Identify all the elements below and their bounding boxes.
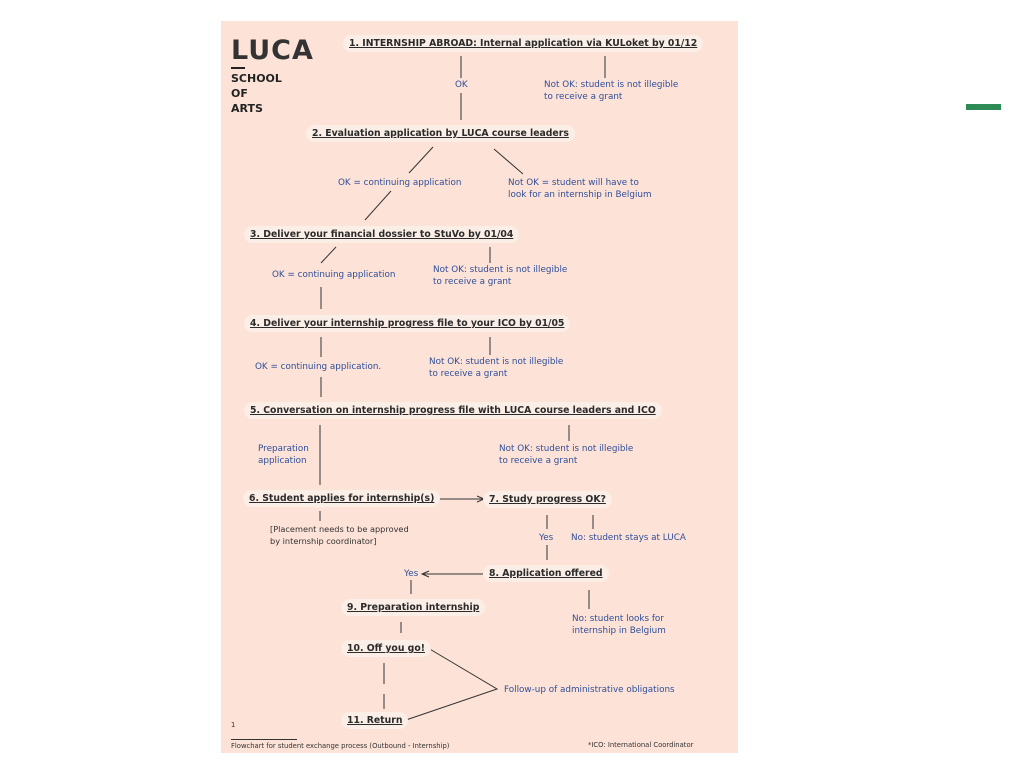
ok-note-2: OK = continuing application [338,178,462,188]
notok-note-1-line1: Not OK: student is not illegible [544,80,679,90]
step-3: 3. Deliver your financial dossier to Stu… [244,226,520,243]
step-8: 8. Application offered [483,565,609,582]
ok-note-1: OK [455,80,468,90]
notok-note-4-line2: to receive a grant [429,369,508,379]
footer-caption: Flowchart for student exchange process (… [231,742,450,750]
placement-note-line2: by internship coordinator] [270,536,377,546]
step-10: 10. Off you go! [341,640,431,657]
step-11: 11. Return [341,712,409,729]
notok-note-2: Not OK = student will have to look for a… [508,177,652,201]
step-9: 9. Preparation internship [341,599,486,616]
notok-note-4: Not OK: student is not illegible to rece… [429,356,563,380]
step-5: 5. Conversation on internship progress f… [244,402,662,419]
no-note-7: No: student stays at LUCA [571,533,686,543]
notok-note-2-line1: Not OK = student will have to [508,178,639,188]
step-1: 1. INTERNSHIP ABROAD: Internal applicati… [343,35,704,52]
step-6: 6. Student applies for internship(s) [243,490,441,507]
notok-note-2-line2: look for an internship in Belgium [508,190,652,200]
logo-wordmark: LUCA [231,35,314,66]
step-7: 7. Study progress OK? [483,491,612,508]
ok-note-3: OK = continuing application [272,270,396,280]
yes-note-7: Yes [539,533,554,543]
notok-note-5: Not OK: student is not illegible to rece… [499,443,633,467]
placement-note-line1: [Placement needs to be approved [270,524,409,534]
notok-note-3: Not OK: student is not illegible to rece… [433,264,567,288]
preparation-note: Preparation application [258,443,309,467]
step-2: 2. Evaluation application by LUCA course… [306,125,575,142]
page-number: 1 [231,721,236,729]
no-note-8-line2: internship in Belgium [572,626,666,636]
notok-note-1: Not OK: student is not illegible to rece… [544,79,678,103]
preparation-note-line2: application [258,456,307,466]
ico-footnote: *ICO: International Coordinator [588,741,694,749]
notok-note-4-line1: Not OK: student is not illegible [429,357,564,367]
flowchart-slide: LUCA SCHOOL OF ARTS 1. INTERNSHIP ABROAD… [221,21,738,753]
footer-rule [231,739,297,740]
notok-note-1-line2: to receive a grant [544,92,623,102]
logo-arts: ARTS [231,102,263,115]
luca-logo: LUCA SCHOOL OF ARTS [231,37,314,114]
connector-lines [319,56,606,722]
notok-note-3-line2: to receive a grant [433,277,512,287]
logo-of: OF [231,87,248,100]
notok-note-5-line2: to receive a grant [499,456,578,466]
placement-note: [Placement needs to be approved by inter… [270,523,409,547]
ok-note-4: OK = continuing application. [255,362,382,372]
notok-note-5-line1: Not OK: student is not illegible [499,444,634,454]
no-note-8-line1: No: student looks for [572,614,664,624]
followup-note: Follow-up of administrative obligations [504,685,675,695]
logo-school: SCHOOL [231,72,282,85]
logo-underline [231,67,245,69]
green-accent-bar [966,104,1001,110]
preparation-note-line1: Preparation [258,444,309,454]
step-4: 4. Deliver your internship progress file… [244,315,571,332]
yes-note-8: Yes [404,569,419,579]
notok-note-3-line1: Not OK: student is not illegible [433,265,568,275]
no-note-8: No: student looks for internship in Belg… [572,613,666,637]
